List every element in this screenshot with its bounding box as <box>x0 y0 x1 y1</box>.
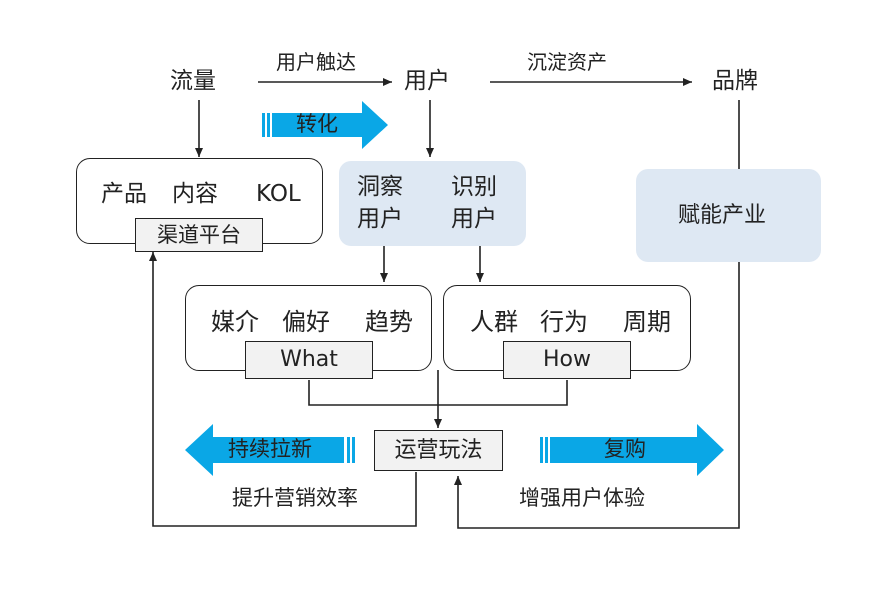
how-item-cycle: 周期 <box>623 308 671 336</box>
channel-item-kol: KOL <box>256 181 301 207</box>
what-item-trend: 趋势 <box>365 308 413 336</box>
insight-box <box>339 161 526 246</box>
insight-right-line2: 用户 <box>451 206 497 232</box>
how-item-crowd: 人群 <box>470 308 518 336</box>
what-tag: What <box>245 341 373 379</box>
channel-item-content: 内容 <box>172 181 218 207</box>
repurchase-arrow <box>540 424 724 476</box>
how-tag: How <box>503 341 631 379</box>
insight-left-line2: 用户 <box>357 206 403 232</box>
what-item-media: 媒介 <box>211 308 259 336</box>
channel-platform-tag: 渠道平台 <box>135 218 263 252</box>
caption-user-experience: 增强用户体验 <box>519 486 645 510</box>
how-item-behavior: 行为 <box>540 308 588 336</box>
operation-box: 运营玩法 <box>374 430 503 471</box>
convert-label: 转化 <box>296 112 338 136</box>
insight-left-line1: 洞察 <box>357 174 403 200</box>
empower-label: 赋能产业 <box>678 203 767 228</box>
acquire-arrow <box>185 424 355 476</box>
convert-arrow <box>262 101 388 149</box>
edge-loop-empower <box>454 262 740 529</box>
repurchase-label: 复购 <box>604 437 646 461</box>
node-user: 用户 <box>404 68 450 94</box>
channel-item-product: 产品 <box>101 181 147 207</box>
node-traffic: 流量 <box>170 68 216 94</box>
edge-label-user-reach: 用户触达 <box>276 50 356 74</box>
what-item-preference: 偏好 <box>282 308 330 336</box>
edge-loop-channel <box>149 252 417 527</box>
acquire-label: 持续拉新 <box>228 437 312 461</box>
caption-marketing-efficiency: 提升营销效率 <box>232 486 358 510</box>
empower-box <box>636 169 821 262</box>
insight-right-line1: 识别 <box>451 174 497 200</box>
node-brand: 品牌 <box>712 68 758 94</box>
edge-label-sediment-assets: 沉淀资产 <box>527 50 607 74</box>
